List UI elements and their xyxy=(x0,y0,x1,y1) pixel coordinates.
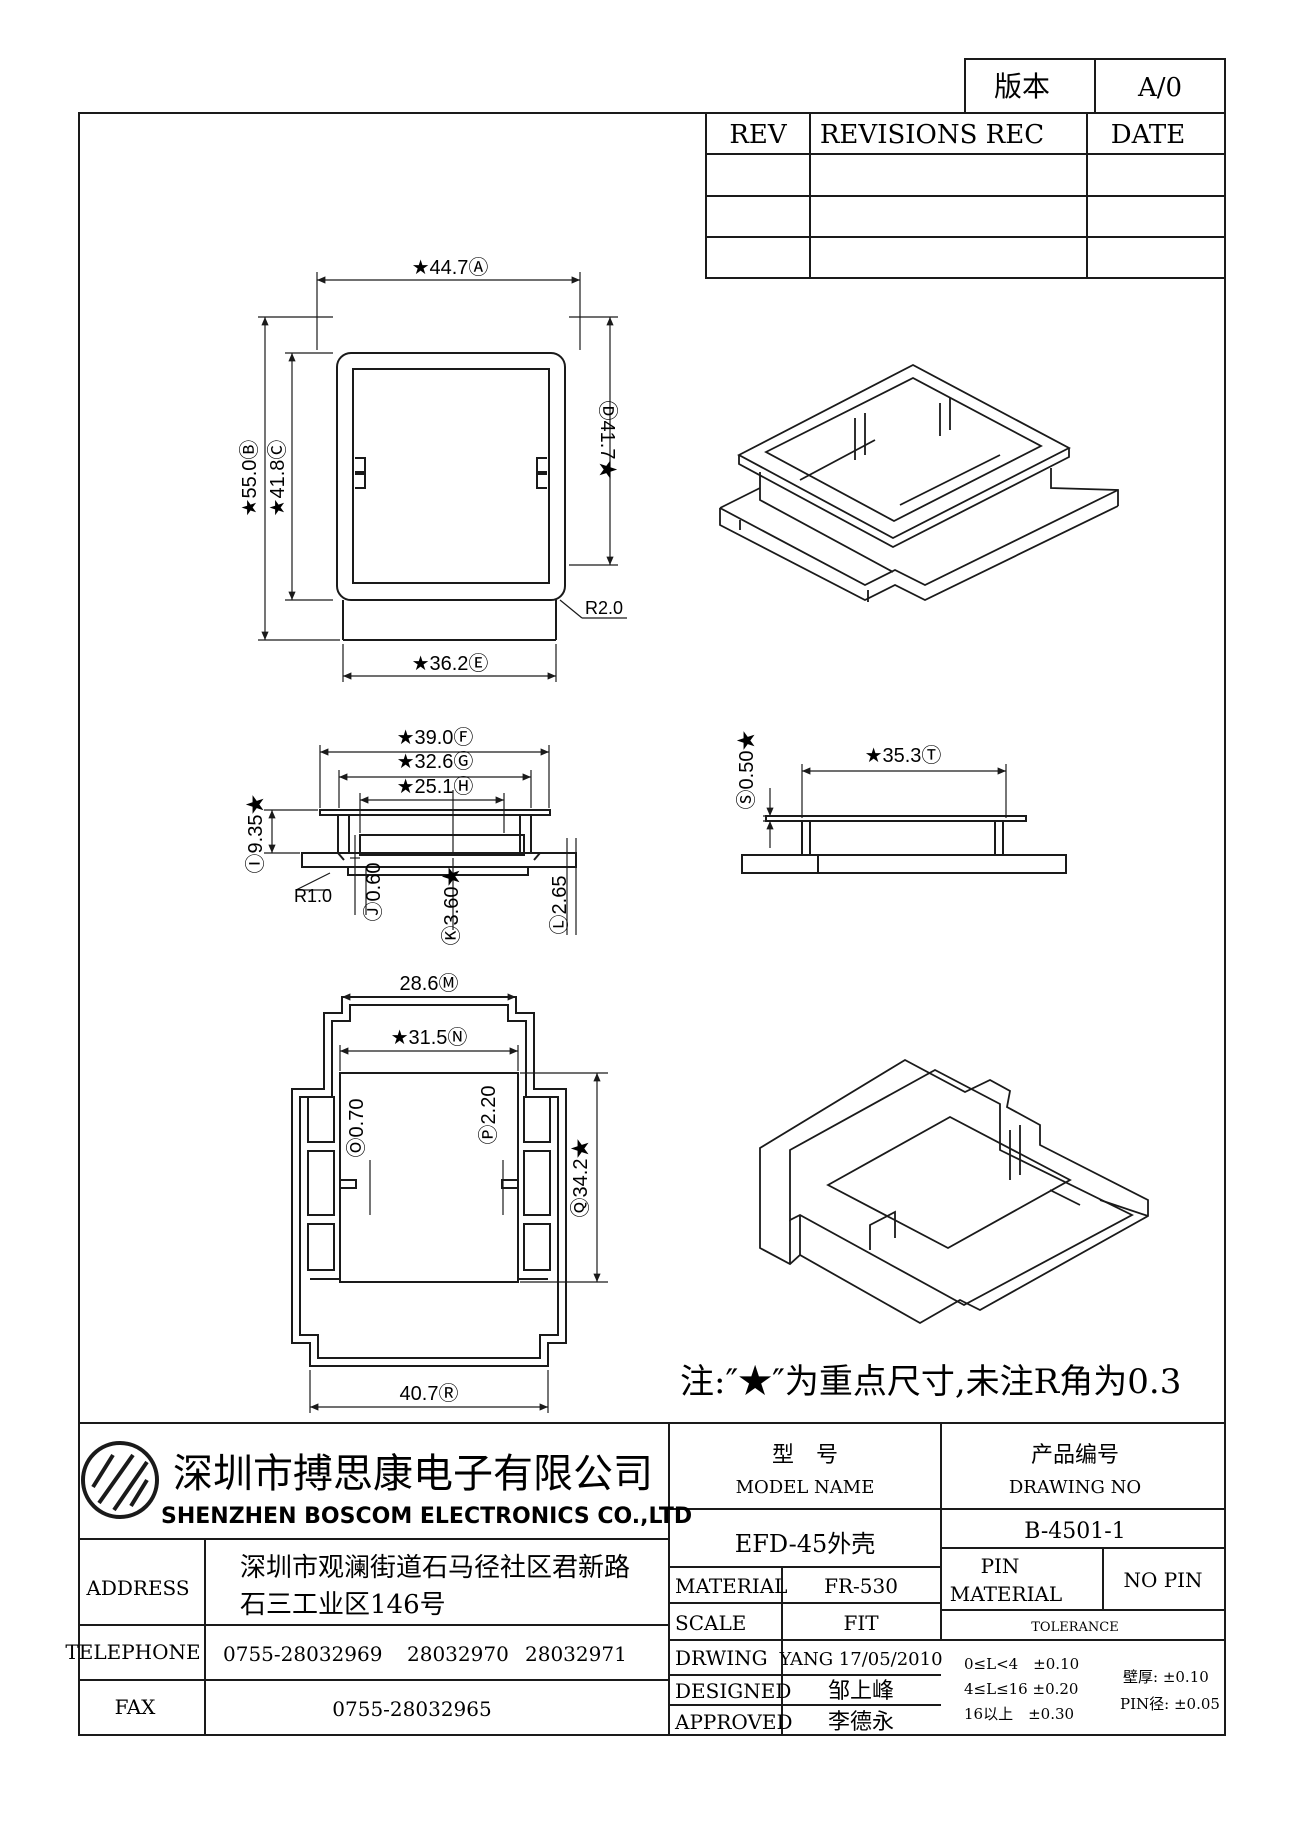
approved-value: 李德永 xyxy=(828,1710,894,1735)
address-line2: 石三工业区146号 xyxy=(240,1590,446,1620)
material-label: MATERIAL xyxy=(675,1574,787,1598)
pin-value: NO PIN xyxy=(1123,1568,1202,1592)
pin-tolerance: PIN径: ±0.05 xyxy=(1120,1695,1220,1713)
front-view-outline xyxy=(301,809,577,876)
note-text: 注:″★″为重点尺寸,未注R角为0.3 xyxy=(680,1362,1181,1402)
fax-label: FAX xyxy=(115,1695,157,1719)
drawing-label-cn: 产品编号 xyxy=(1031,1443,1119,1468)
model-label-en: MODEL NAME xyxy=(736,1477,875,1498)
address-line1: 深圳市观澜街道石马径社区君新路 xyxy=(240,1553,630,1583)
company-name-cn: 深圳市搏思康电子有限公司 xyxy=(173,1451,653,1497)
title-block-grid xyxy=(79,1422,1225,1735)
dim-r: 40.7Ⓡ xyxy=(400,1382,459,1405)
side-view-dimensions xyxy=(763,764,1007,848)
top-view-dimensions xyxy=(258,272,627,682)
tolerance-row-1: 0≤L<4 ±0.10 xyxy=(964,1655,1079,1673)
rev-header: REV xyxy=(729,120,788,150)
scale-value: FIT xyxy=(843,1611,879,1635)
pin-material-label-2: MATERIAL xyxy=(950,1582,1062,1606)
version-label: 版本 xyxy=(994,70,1050,103)
dim-j: Ⓙ0.60 xyxy=(362,863,385,922)
drwing-value: YANG 17/05/2010 xyxy=(778,1649,942,1670)
dim-n: ★31.5Ⓝ xyxy=(391,1026,468,1049)
bottom-view-outline xyxy=(291,996,567,1367)
dim-e: ★36.2Ⓔ xyxy=(412,652,489,675)
drawing-value: B-4501-1 xyxy=(1024,1519,1125,1544)
dim-i: Ⓘ9.35★ xyxy=(244,795,267,874)
tolerance-row-2: 4≤L≤16 ±0.20 xyxy=(964,1680,1078,1698)
fax-number: 0755-28032965 xyxy=(332,1697,491,1721)
dim-k: Ⓚ3.60★ xyxy=(440,867,463,946)
front-radius: R1.0 xyxy=(294,886,332,906)
version-value: A/0 xyxy=(1137,73,1182,103)
dim-c: ★41.8Ⓒ xyxy=(266,440,289,517)
drwing-label: DRWING xyxy=(675,1646,768,1670)
dim-s: Ⓢ0.50★ xyxy=(735,731,758,810)
model-value: EFD-45外壳 xyxy=(735,1530,876,1558)
dim-t: ★35.3Ⓣ xyxy=(865,744,942,767)
top-radius: R2.0 xyxy=(585,598,623,618)
sheet-frame xyxy=(78,112,1226,1736)
material-value: FR-530 xyxy=(824,1574,898,1598)
bottom-view-dimensions xyxy=(309,993,608,1413)
designed-label: DESIGNED xyxy=(675,1679,791,1703)
dim-g: ★32.6Ⓖ xyxy=(397,750,474,773)
company-name-en: SHENZHEN BOSCOM ELECTRONICS CO.,LTD xyxy=(161,1504,692,1529)
wall-tolerance: 壁厚: ±0.10 xyxy=(1123,1668,1209,1686)
top-view-outline xyxy=(336,352,566,641)
designed-value: 邹上峰 xyxy=(828,1679,894,1704)
telephone-label: TELEPHONE xyxy=(65,1640,200,1664)
telephone-1: 0755-28032969 xyxy=(223,1642,382,1666)
telephone-3: 28032971 xyxy=(525,1642,627,1666)
dim-q: Ⓠ34.2★ xyxy=(569,1139,592,1218)
dim-a: ★44.7Ⓐ xyxy=(412,256,489,279)
dim-l: Ⓛ2.65 xyxy=(548,876,571,935)
dim-h: ★25.1Ⓗ xyxy=(397,775,474,798)
address-label: ADDRESS xyxy=(85,1576,189,1600)
dim-f: ★39.0Ⓕ xyxy=(397,726,474,749)
front-view-dimensions xyxy=(264,745,577,935)
revisions-rec-header: REVISIONS REC xyxy=(820,120,1044,150)
pin-material-label-1: PIN xyxy=(981,1554,1020,1578)
model-label-cn: 型 号 xyxy=(772,1443,838,1468)
scale-label: SCALE xyxy=(675,1611,746,1635)
dim-b: ★55.0Ⓑ xyxy=(238,440,261,517)
side-view-outline xyxy=(741,815,1067,874)
revisions-table xyxy=(705,112,1226,279)
approved-label: APPROVED xyxy=(674,1710,793,1734)
dim-p: Ⓟ2.20 xyxy=(477,1086,500,1145)
tolerance-label: TOLERANCE xyxy=(1031,1620,1118,1635)
company-logo xyxy=(81,1441,159,1519)
date-header: DATE xyxy=(1111,120,1186,150)
dim-m: 28.6Ⓜ xyxy=(400,972,459,995)
dim-d: Ⓓ41.7★ xyxy=(596,401,619,480)
telephone-2: 28032970 xyxy=(407,1642,509,1666)
dim-o: Ⓞ0.70 xyxy=(345,1099,368,1158)
tolerance-row-3: 16以上 ±0.30 xyxy=(964,1705,1074,1723)
iso-view-bottom xyxy=(759,1058,1149,1325)
iso-view-top xyxy=(719,363,1119,602)
drawing-label-en: DRAWING NO xyxy=(1009,1477,1141,1498)
